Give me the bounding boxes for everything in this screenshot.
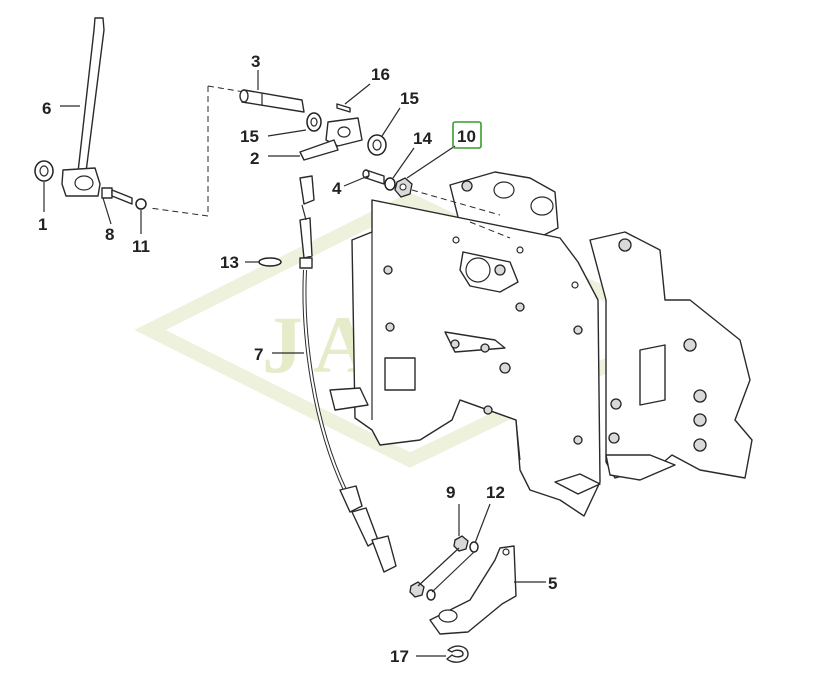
- callout-13: 13: [220, 253, 239, 272]
- nut-part-11: [135, 198, 147, 210]
- callout-12: 12: [486, 483, 505, 502]
- leader-lines: [43, 70, 546, 657]
- callout-16: 16: [371, 65, 390, 84]
- washer-part-15a: [306, 112, 322, 132]
- assembly-lines: [149, 85, 511, 239]
- callout-7: 7: [254, 345, 263, 364]
- callout-3: 3: [251, 52, 260, 71]
- callout-15-right: 15: [400, 89, 419, 108]
- callout-17: 17: [390, 647, 409, 666]
- highlight-box-10: [452, 121, 482, 149]
- callout-5: 5: [548, 574, 557, 593]
- callout-15-left: 15: [240, 127, 259, 146]
- bracket-part-5: [429, 545, 517, 635]
- lever-bracket-part-2: [299, 117, 363, 161]
- pin-part-16: [336, 103, 351, 113]
- washer-part-14: [384, 177, 396, 191]
- callout-8: 8: [105, 225, 114, 244]
- nut-part-10: [394, 177, 413, 198]
- washer-part-1: [34, 160, 54, 182]
- nuts-washers-part-9-12: [409, 535, 479, 601]
- mounting-plate: [329, 171, 753, 517]
- callout-2: 2: [250, 149, 259, 168]
- clip-part-17: [446, 645, 469, 663]
- washer-part-15b: [367, 134, 387, 156]
- o-ring-part-13: [258, 257, 282, 267]
- callout-6: 6: [42, 99, 51, 118]
- cable-part-7: [299, 175, 397, 573]
- bolt-part-8: [101, 187, 133, 205]
- callout-1: 1: [38, 215, 47, 234]
- callout-11: 11: [132, 237, 150, 256]
- callout-labels: 1 2 3 4 5 6 7 8 9 10 11 12 13 14 15 15 1…: [38, 52, 557, 666]
- callout-10: 10: [457, 127, 476, 146]
- callout-4: 4: [332, 179, 342, 198]
- callout-14: 14: [413, 129, 432, 148]
- pin-part-3: [239, 89, 305, 113]
- callout-9: 9: [446, 483, 455, 502]
- shift-lever: [61, 17, 105, 197]
